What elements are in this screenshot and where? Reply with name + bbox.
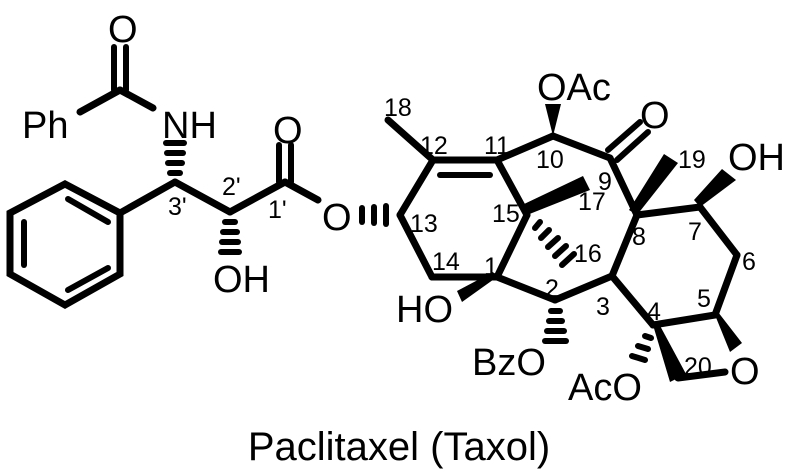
hashed-bond-3p-n bbox=[163, 140, 187, 176]
atom-ester-o: O bbox=[322, 197, 352, 239]
wedge-15-17 bbox=[522, 176, 590, 215]
atom-aco-4: AcO bbox=[568, 367, 642, 409]
locant-3: 3 bbox=[596, 293, 610, 321]
locant-17: 17 bbox=[578, 188, 606, 216]
phenyl-ring bbox=[6, 180, 124, 310]
locant-7: 7 bbox=[688, 218, 702, 246]
side-chain-bonds bbox=[76, 44, 389, 255]
locant-19: 19 bbox=[678, 146, 706, 174]
structure-caption: Paclitaxel (Taxol) bbox=[248, 425, 550, 469]
atom-ketone-o: O bbox=[640, 95, 670, 137]
atom-ho-1: HO bbox=[396, 289, 453, 331]
atom-bzo-2: BzO bbox=[472, 342, 546, 384]
wedge-7-oh bbox=[694, 169, 736, 207]
wedge-4-20 bbox=[653, 322, 686, 382]
locant-14: 14 bbox=[432, 248, 460, 276]
locant-16: 16 bbox=[574, 240, 602, 268]
locant-9: 9 bbox=[598, 168, 612, 196]
wedge-10-oac bbox=[545, 104, 561, 136]
locant-4: 4 bbox=[647, 298, 661, 326]
atom-ester-carbonyl-o: O bbox=[273, 110, 303, 152]
hashed-bond-2p-oh bbox=[218, 219, 242, 255]
atom-oh-7: OH bbox=[728, 137, 785, 179]
wedge-8-19 bbox=[629, 154, 678, 215]
atom-oxetane-o: O bbox=[730, 351, 760, 393]
hashed-bond-15-16 bbox=[532, 219, 577, 268]
locant-10: 10 bbox=[536, 146, 564, 174]
hashed-bond-4-oac bbox=[629, 333, 654, 363]
atom-oac-10: OAc bbox=[537, 67, 611, 109]
locant-2p: 2' bbox=[222, 173, 241, 201]
locant-18: 18 bbox=[384, 94, 412, 122]
atom-oh-2prime: OH bbox=[213, 259, 270, 301]
atom-nh: NH bbox=[162, 105, 217, 147]
atom-ph: Ph bbox=[22, 105, 68, 147]
locant-3p: 3' bbox=[168, 193, 187, 221]
hashed-bond-o-13 bbox=[359, 203, 389, 227]
locant-13: 13 bbox=[410, 210, 438, 238]
locant-1p: 1' bbox=[268, 196, 287, 224]
wedge-1-oh bbox=[457, 272, 497, 302]
locant-20: 20 bbox=[684, 353, 712, 381]
hashed-bond-2-obz bbox=[542, 308, 569, 344]
locant-5: 5 bbox=[697, 285, 711, 313]
locant-15: 15 bbox=[492, 200, 520, 228]
locant-11: 11 bbox=[484, 132, 510, 160]
locant-8: 8 bbox=[632, 223, 646, 251]
wedge-5-o bbox=[715, 312, 742, 352]
locant-1: 1 bbox=[484, 253, 498, 281]
atom-amide-o: O bbox=[108, 9, 138, 51]
taxane-core-bonds bbox=[384, 104, 742, 382]
locant-6: 6 bbox=[742, 248, 756, 276]
locant-12: 12 bbox=[420, 132, 448, 160]
locant-2: 2 bbox=[545, 275, 559, 303]
